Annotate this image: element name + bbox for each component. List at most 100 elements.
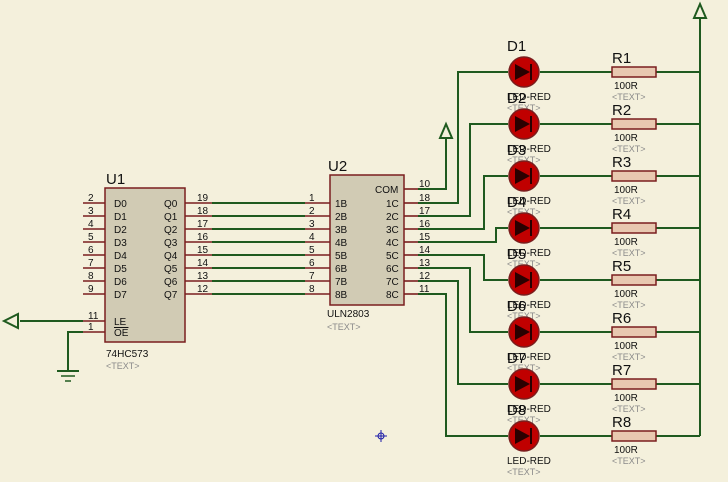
u1-pin-d6[interactable]: 8D6 xyxy=(83,271,127,288)
u2-pin-8b[interactable]: 88B xyxy=(305,284,348,301)
resistor-body[interactable] xyxy=(611,430,657,442)
resistor-body[interactable] xyxy=(611,326,657,338)
u1-pin-d2[interactable]: 4D2 xyxy=(83,219,127,236)
u1-pin-d1[interactable]: 3D1 xyxy=(83,206,127,223)
u1-pin-number: 9 xyxy=(88,284,94,295)
led-text: <TEXT> xyxy=(507,207,541,217)
u1-pin-number: 4 xyxy=(88,219,94,230)
u1-pin-oe[interactable]: 1OE xyxy=(83,322,129,339)
oe-ground-wire[interactable] xyxy=(67,331,83,370)
u2-pin-2b[interactable]: 22B xyxy=(305,206,348,223)
u1-pin-d5[interactable]: 7D5 xyxy=(83,258,127,275)
u1-pin-d3[interactable]: 5D3 xyxy=(83,232,127,249)
diode-triangle-icon xyxy=(515,220,530,236)
u2-pin-7b[interactable]: 77B xyxy=(305,271,348,288)
u2-uln2803[interactable]: U2 ULN2803 <TEXT> 11B22B33B44B55B66B77B8… xyxy=(305,158,431,332)
com-wire[interactable] xyxy=(418,138,447,190)
led-ref: D7 xyxy=(507,350,526,367)
u1-pin-number: 2 xyxy=(88,193,94,204)
resistor-body[interactable] xyxy=(611,118,657,130)
u1-pin-name: D3 xyxy=(114,238,127,249)
u2-com-pin-number: 10 xyxy=(419,179,431,190)
u1-pin-d7[interactable]: 9D7 xyxy=(83,284,127,301)
resistor-body[interactable] xyxy=(611,378,657,390)
resistor-body[interactable] xyxy=(611,274,657,286)
u1-74hc573[interactable]: U1 74HC573 <TEXT> 2D03D14D25D36D47D58D69… xyxy=(83,171,212,371)
u2-pin-1b[interactable]: 11B xyxy=(305,193,348,210)
u2-pin-6b[interactable]: 66B xyxy=(305,258,348,275)
led-output-wire[interactable] xyxy=(418,227,508,243)
u2-pin-5b[interactable]: 55B xyxy=(305,245,348,262)
com-power-arrow-icon[interactable] xyxy=(438,121,454,139)
led-output-wire[interactable] xyxy=(418,123,508,217)
u2-body[interactable] xyxy=(329,174,405,306)
led-output-wire[interactable] xyxy=(418,254,508,281)
led-output-wire[interactable] xyxy=(418,293,508,437)
led-output-wire[interactable] xyxy=(418,175,508,230)
led-output-wire[interactable] xyxy=(418,280,508,385)
u2-pin-number: 8 xyxy=(309,284,315,295)
u2-pin-name: 6B xyxy=(335,264,348,275)
u2-pin-name: 1B xyxy=(335,199,348,210)
led-output-wire[interactable] xyxy=(418,71,508,204)
resistor-value: 100R xyxy=(614,133,638,144)
resistor-body[interactable] xyxy=(611,222,657,234)
resistor-body[interactable] xyxy=(611,170,657,182)
diode-triangle-icon xyxy=(515,116,530,132)
led-value: LED-RED xyxy=(507,92,551,103)
ground-icon[interactable] xyxy=(57,370,79,382)
resistor-text: <TEXT> xyxy=(612,196,646,206)
u2-pin-3b[interactable]: 33B xyxy=(305,219,348,236)
led-ref: D6 xyxy=(507,298,526,315)
led-output-wire[interactable] xyxy=(418,267,508,333)
le-terminal-arrow-icon[interactable] xyxy=(1,312,19,330)
u2-pin-4b[interactable]: 44B xyxy=(305,232,348,249)
u2-pin-number: 2 xyxy=(309,206,315,217)
u1-pin-d0[interactable]: 2D0 xyxy=(83,193,127,210)
u2-pin-name: 3B xyxy=(335,225,348,236)
resistor-ref: R4 xyxy=(612,206,631,223)
u2-com-pin[interactable]: COM 10 xyxy=(375,179,431,196)
u1-body[interactable] xyxy=(104,187,186,343)
resistor-body[interactable] xyxy=(611,66,657,78)
vcc-power-arrow-icon[interactable] xyxy=(692,1,708,19)
u1-pin-d4[interactable]: 6D4 xyxy=(83,245,127,262)
resistor-text: <TEXT> xyxy=(612,352,646,362)
u2-pin-name: 2C xyxy=(386,212,399,223)
u1-ref: U1 xyxy=(106,171,125,188)
diode-triangle-icon xyxy=(515,324,530,340)
